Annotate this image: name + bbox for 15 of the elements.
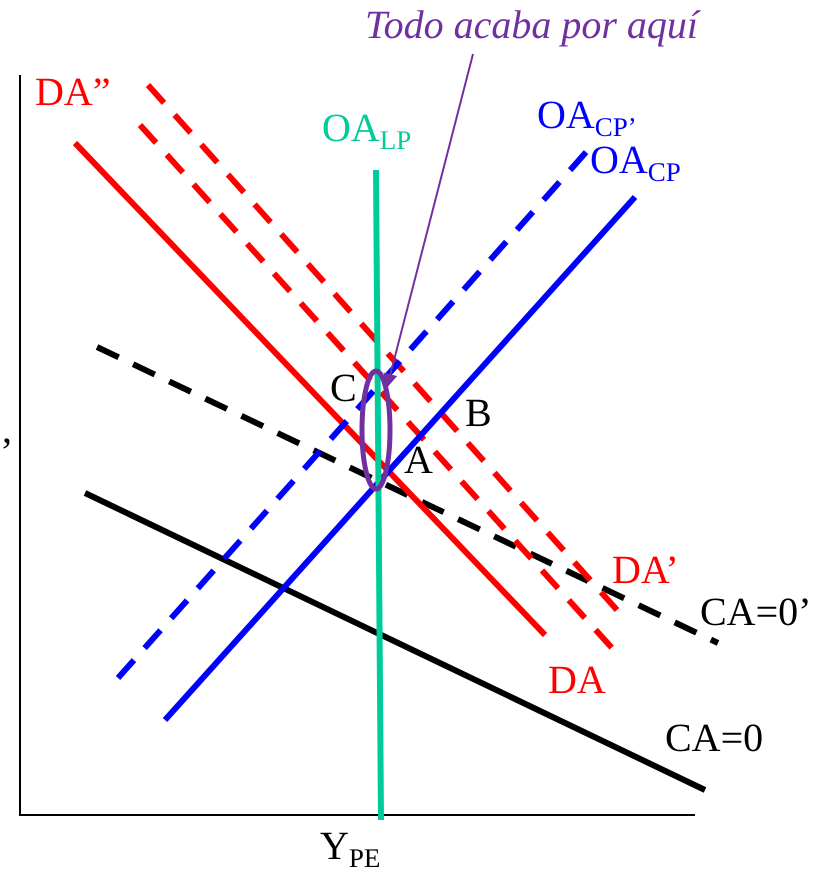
curve-label: OA$_{CP’}$ xyxy=(537,95,637,135)
curve-label: CA=0’ xyxy=(700,592,812,632)
curve-label: OA$_{CP}$ xyxy=(590,140,681,180)
curve-label: ’ xyxy=(0,432,14,472)
curve-label: B xyxy=(465,393,492,433)
curve-label: A xyxy=(404,440,433,480)
curve-label: CA=0 xyxy=(665,718,764,758)
curve-label: DA’ xyxy=(612,550,679,590)
curve-label: DA” xyxy=(35,72,111,112)
curve-label: Y$_{PE}$ xyxy=(320,826,380,866)
curve-label: OA$_{LP}$ xyxy=(322,108,412,148)
annotation-text: Todo acaba por aquí xyxy=(365,2,775,52)
curve-label: DA xyxy=(548,660,606,700)
curve-label: C xyxy=(330,368,357,408)
leader-line xyxy=(384,54,474,388)
